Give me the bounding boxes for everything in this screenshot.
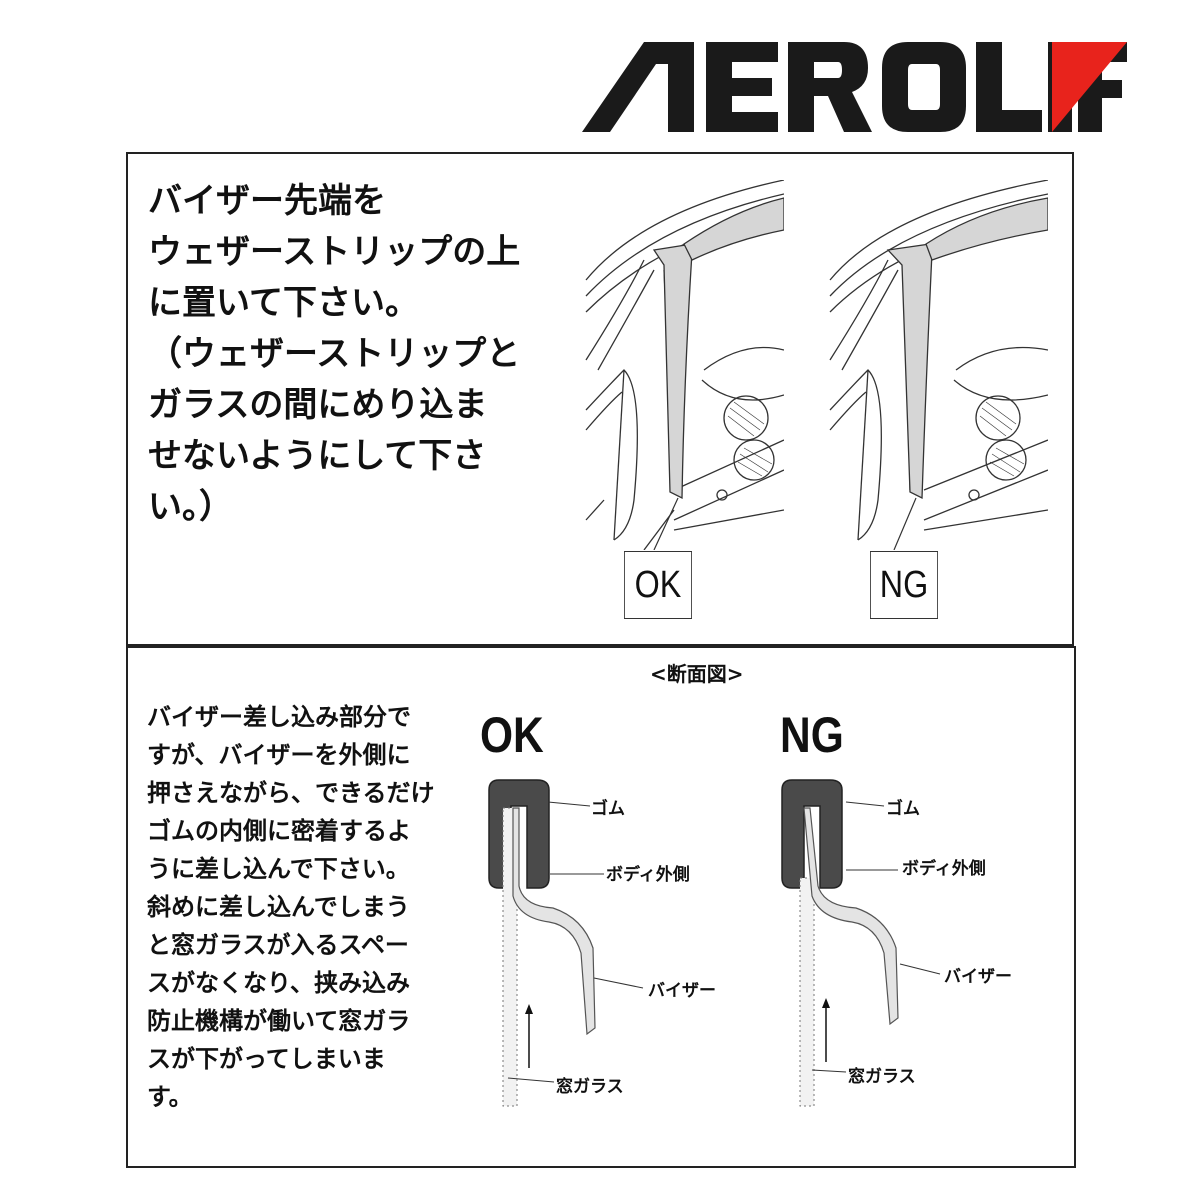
ng-rubber-label: ゴム xyxy=(886,799,920,819)
top-instruction-line: バイザー先端を xyxy=(148,181,386,221)
bottom-instruction-line: ゴムの内側に密着するよ xyxy=(147,817,411,845)
ok-visor-strip xyxy=(652,197,784,500)
bottom-instruction-line: うに差し込んで下さい。 xyxy=(147,855,410,883)
ok-window-glass-label: 窓ガラス xyxy=(556,1077,624,1097)
ng-pillar-illustration xyxy=(829,180,1048,550)
ng-visor xyxy=(803,807,899,1026)
bottom-instruction-line: 押さえながら、できるだけ xyxy=(147,779,435,807)
top-instruction-line: ガラスの間にめり込ま xyxy=(148,385,488,425)
bottom-instruction-line: バイザー差し込み部分で xyxy=(147,703,411,731)
bottom-instruction-line: スがなくなり、挟み込み xyxy=(147,969,411,997)
ng-cross-section-title: NG xyxy=(780,707,844,763)
ok-leader-lines xyxy=(507,801,644,1083)
bottom-instruction-line: す。 xyxy=(147,1083,193,1111)
top-instruction-line: い。） xyxy=(148,487,233,527)
ng-body-outer-label: ボディ外側 xyxy=(902,859,986,879)
ok-pillar-illustration xyxy=(585,180,784,550)
top-instruction-line: （ウェザーストリップと xyxy=(148,334,521,374)
top-instruction-line: せないようにして下さ xyxy=(148,436,487,476)
ok-cross-section-title: OK xyxy=(480,707,544,763)
bottom-instruction-line: 防止機構が働いて窓ガラ xyxy=(147,1007,411,1035)
cross-section-panel: <断面図> バイザー差し込み部分で すが、バイザーを外側に 押さえながら、できる… xyxy=(126,646,1076,1168)
ok-tag: OK xyxy=(624,551,692,619)
ok-body-outer-label: ボディ外側 xyxy=(606,865,690,885)
aerolift-logo-letters xyxy=(582,42,1127,132)
ng-window-glass xyxy=(799,877,815,1107)
ng-rubber-seal xyxy=(781,779,843,889)
ok-rubber-label: ゴム xyxy=(591,799,625,819)
ng-leader-lines xyxy=(811,801,941,1073)
bottom-instruction-line: すが、バイザーを外側に xyxy=(147,741,411,769)
ok-cross-section-diagram xyxy=(488,779,596,1107)
bottom-instruction-line: 斜めに差し込んでしまう xyxy=(147,893,410,921)
bottom-instruction-text: バイザー差し込み部分で すが、バイザーを外側に 押さえながら、できるだけ ゴムの… xyxy=(147,698,467,1116)
top-instruction-line: ウェザーストリップの上 xyxy=(148,232,521,272)
ng-visor-label: バイザー xyxy=(944,967,1012,987)
ok-visor xyxy=(512,807,596,1036)
bottom-instruction-line: と窓ガラスが入るスペー xyxy=(147,931,409,959)
top-instruction-line: に置いて下さい。 xyxy=(148,283,419,323)
ng-cross-section-diagram xyxy=(781,779,899,1107)
ok-visor-label: バイザー xyxy=(648,981,716,1001)
ng-window-glass-label: 窓ガラス xyxy=(848,1067,916,1087)
bottom-instruction-line: スが下がってしまいま xyxy=(147,1045,386,1073)
top-instruction-text: バイザー先端を ウェザーストリップの上 に置いて下さい。 （ウェザーストリップと… xyxy=(148,176,588,533)
ng-visor-strip xyxy=(886,197,1048,500)
ng-tag: NG xyxy=(870,551,938,619)
cross-section-title: <断面図> xyxy=(650,662,744,686)
top-instruction-panel: バイザー先端を ウェザーストリップの上 に置いて下さい。 （ウェザーストリップと… xyxy=(126,152,1074,646)
aerolift-logo-red-slash xyxy=(1052,42,1127,132)
aerolift-logo xyxy=(582,42,1127,132)
